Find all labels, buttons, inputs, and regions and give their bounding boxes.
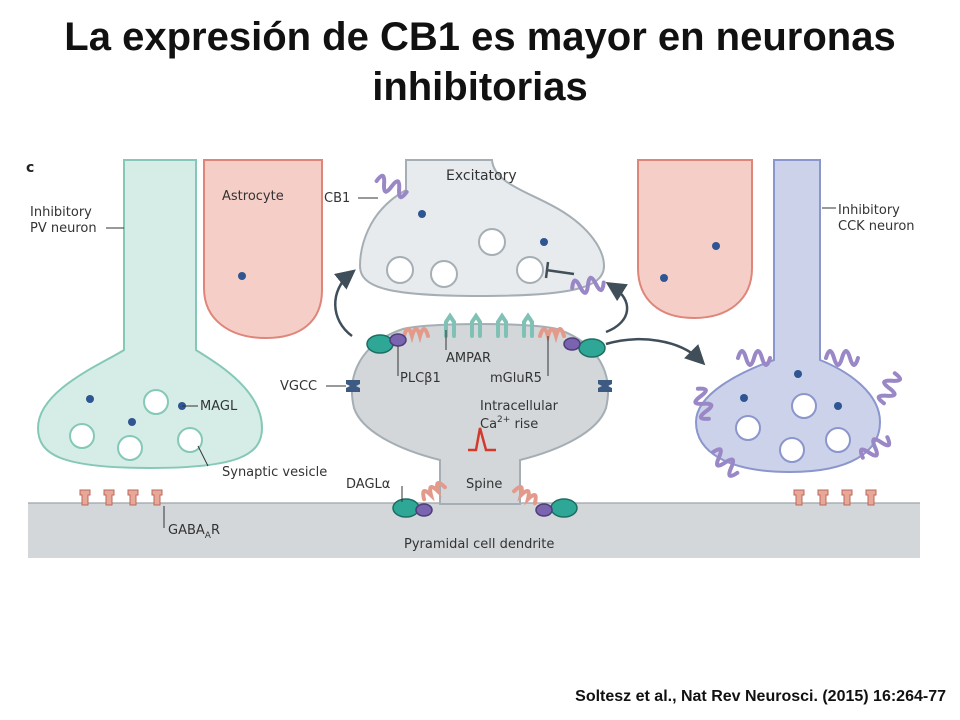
- dagla-label: DAGLα: [346, 477, 390, 492]
- dagl-enzymes: [366, 334, 606, 518]
- astrocyte-right-dot: [660, 274, 668, 282]
- gabaa-receptors: [79, 489, 877, 506]
- vgcc-channels: [346, 380, 612, 392]
- calcium-rise-icon: [468, 427, 496, 452]
- astrocyte-dot: [238, 272, 246, 280]
- astrocyte-label: Astrocyte: [222, 189, 284, 204]
- spine-label: Spine: [466, 477, 502, 492]
- plcb1-label: PLCβ1: [400, 371, 441, 386]
- cck-vesicles: [735, 393, 851, 463]
- cck-label-line-2: CCK neuron: [838, 219, 915, 234]
- cck-neuron: [694, 159, 882, 474]
- cck-dot-4: [834, 402, 842, 410]
- synaptic-vesicle-label: Synaptic vesicle: [222, 465, 327, 480]
- synapse-diagram: c Inhibitory PV neuron Astrocyte CB1 Exc…: [26, 159, 920, 558]
- magl-dots: [86, 395, 186, 426]
- citation: Soltesz et al., Nat Rev Neurosci. (2015)…: [575, 688, 946, 705]
- pv-neuron: [36, 159, 264, 470]
- excitatory-terminal: [358, 159, 606, 298]
- vgcc-label: VGCC: [280, 379, 317, 394]
- slide-title-line-2: inhibitorias: [372, 65, 588, 109]
- cb1-receptors: [374, 173, 903, 478]
- cck-label-line-1: Inhibitory: [838, 203, 900, 218]
- dendritic-spine: [351, 323, 609, 505]
- pv-label-line-2: PV neuron: [30, 221, 97, 236]
- magl-label: MAGL: [200, 399, 238, 414]
- excitatory-dot-2: [540, 238, 548, 246]
- cck-dot: [712, 242, 720, 250]
- ampar-label: AMPAR: [446, 351, 491, 366]
- mglur5-receptors: [402, 327, 566, 506]
- inhibition-symbol: [544, 261, 575, 279]
- plc-enzymes: [389, 333, 581, 517]
- panel-letter: c: [26, 160, 34, 176]
- excitatory-vesicles: [386, 228, 544, 288]
- cck-dot-2: [794, 370, 802, 378]
- excitatory-dot: [418, 210, 426, 218]
- gabaar-label: GABAAR: [168, 523, 220, 541]
- cb1-label: CB1: [324, 191, 350, 206]
- astrocyte: [203, 159, 323, 340]
- mglur5-label: mGluR5: [490, 371, 542, 386]
- pv-label-line-1: Inhibitory: [30, 205, 92, 220]
- pv-vesicles: [69, 389, 203, 461]
- excitatory-label: Excitatory: [446, 168, 517, 184]
- signal-arrows: [333, 269, 706, 366]
- cck-dot-3: [740, 394, 748, 402]
- pyramidal-dendrite: [28, 503, 920, 558]
- dendrite-label: Pyramidal cell dendrite: [404, 537, 554, 552]
- slide-title-line-1: La expresión de CB1 es mayor en neuronas: [64, 15, 896, 59]
- astrocyte-right: [637, 159, 753, 320]
- ampar-receptors: [444, 312, 534, 338]
- calcium-label-line-1: Intracellular: [480, 399, 559, 414]
- slide-title: La expresión de CB1 es mayor en neuronas…: [0, 12, 960, 112]
- calcium-label-line-2: Ca2+ rise: [480, 415, 538, 432]
